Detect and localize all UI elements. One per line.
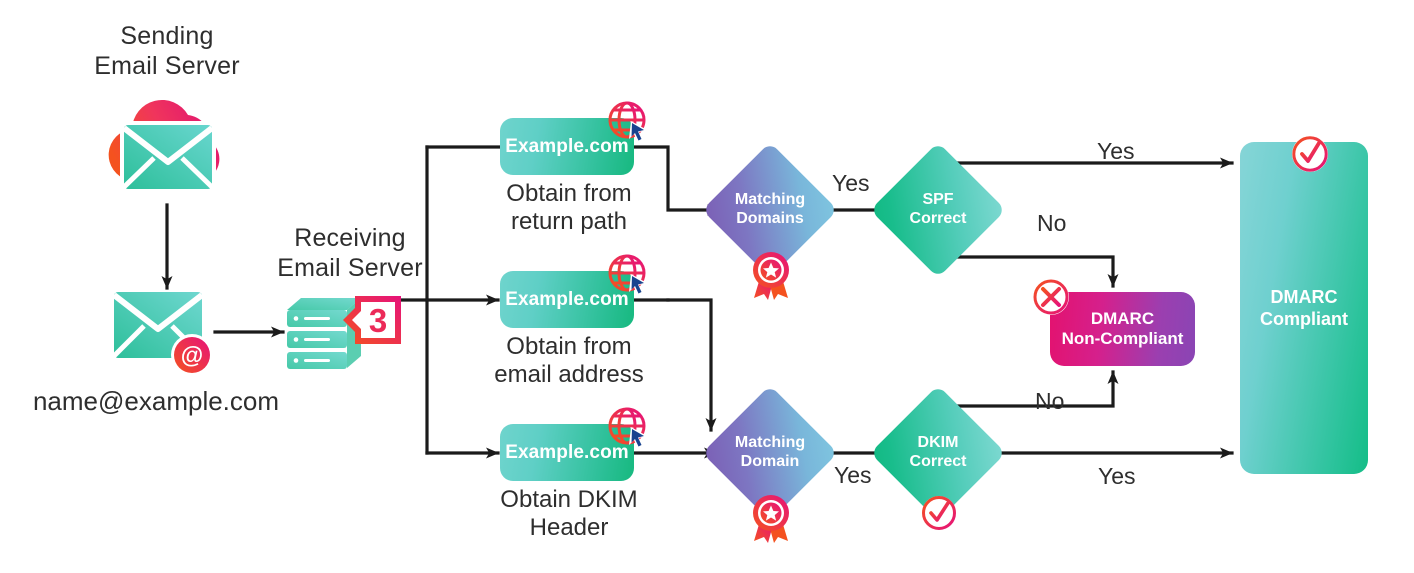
cloud-envelope-icon <box>88 88 246 211</box>
edge-label-dkim-out-yes: Yes <box>1098 463 1136 489</box>
example-domain-label: Example.com <box>505 288 629 310</box>
branch-caption-email-address: Obtain from email address <box>494 333 644 388</box>
result-dmarc-compliant[interactable]: DMARC Compliant <box>1240 142 1368 474</box>
edge-label-dkim-in-yes: Yes <box>834 462 872 488</box>
edge-label-spf-out-no: No <box>1037 210 1067 236</box>
branch-caption-dkim-header: Obtain DKIM Header <box>500 486 638 541</box>
server-stack-icon: 3 <box>283 288 405 377</box>
edge-label-dkim-out-no: No <box>1035 388 1065 414</box>
result-line2: Compliant <box>1260 309 1348 329</box>
check-circle-icon <box>1290 134 1330 179</box>
globe-cursor-icon <box>606 99 654 150</box>
x-circle-icon <box>1031 277 1071 322</box>
globe-cursor-icon <box>606 252 654 303</box>
decision-line2: Correct <box>909 210 967 227</box>
result-line2: Non-Compliant <box>1061 329 1184 348</box>
decision-line2: Domain <box>740 453 800 470</box>
server-badge-count: 3 <box>369 302 387 339</box>
decision-line2: Domains <box>736 210 804 227</box>
receiving-email-server-label: Receiving Email Server <box>277 224 423 282</box>
decision-spf-correct[interactable]: SPF Correct <box>870 142 1006 278</box>
branch-caption-return-path: Obtain from return path <box>506 180 632 235</box>
decision-line1: Matching <box>734 191 806 209</box>
result-dmarc-non-compliant[interactable]: DMARC Non-Compliant <box>1050 292 1195 366</box>
svg-text:@: @ <box>181 342 203 368</box>
result-line1: DMARC <box>1270 286 1338 307</box>
example-domain-label: Example.com <box>505 135 629 157</box>
check-circle-icon <box>920 494 958 537</box>
decision-line2: Correct <box>909 453 967 470</box>
award-ribbon-icon <box>748 250 794 305</box>
globe-cursor-icon <box>606 405 654 456</box>
decision-line1: Matching <box>734 434 806 452</box>
envelope-at-icon: @ <box>110 288 218 385</box>
email-address-label: name@example.com <box>32 386 280 416</box>
decision-line1: SPF <box>922 191 954 209</box>
decision-line1: DKIM <box>917 434 959 452</box>
sending-email-server-label: Sending Email Server <box>94 22 240 80</box>
example-domain-label: Example.com <box>505 441 629 463</box>
result-line1: DMARC <box>1090 308 1155 328</box>
award-ribbon-icon <box>748 493 794 548</box>
edge-label-spf-in-yes: Yes <box>832 170 870 196</box>
edge-label-spf-out-yes: Yes <box>1097 138 1135 164</box>
